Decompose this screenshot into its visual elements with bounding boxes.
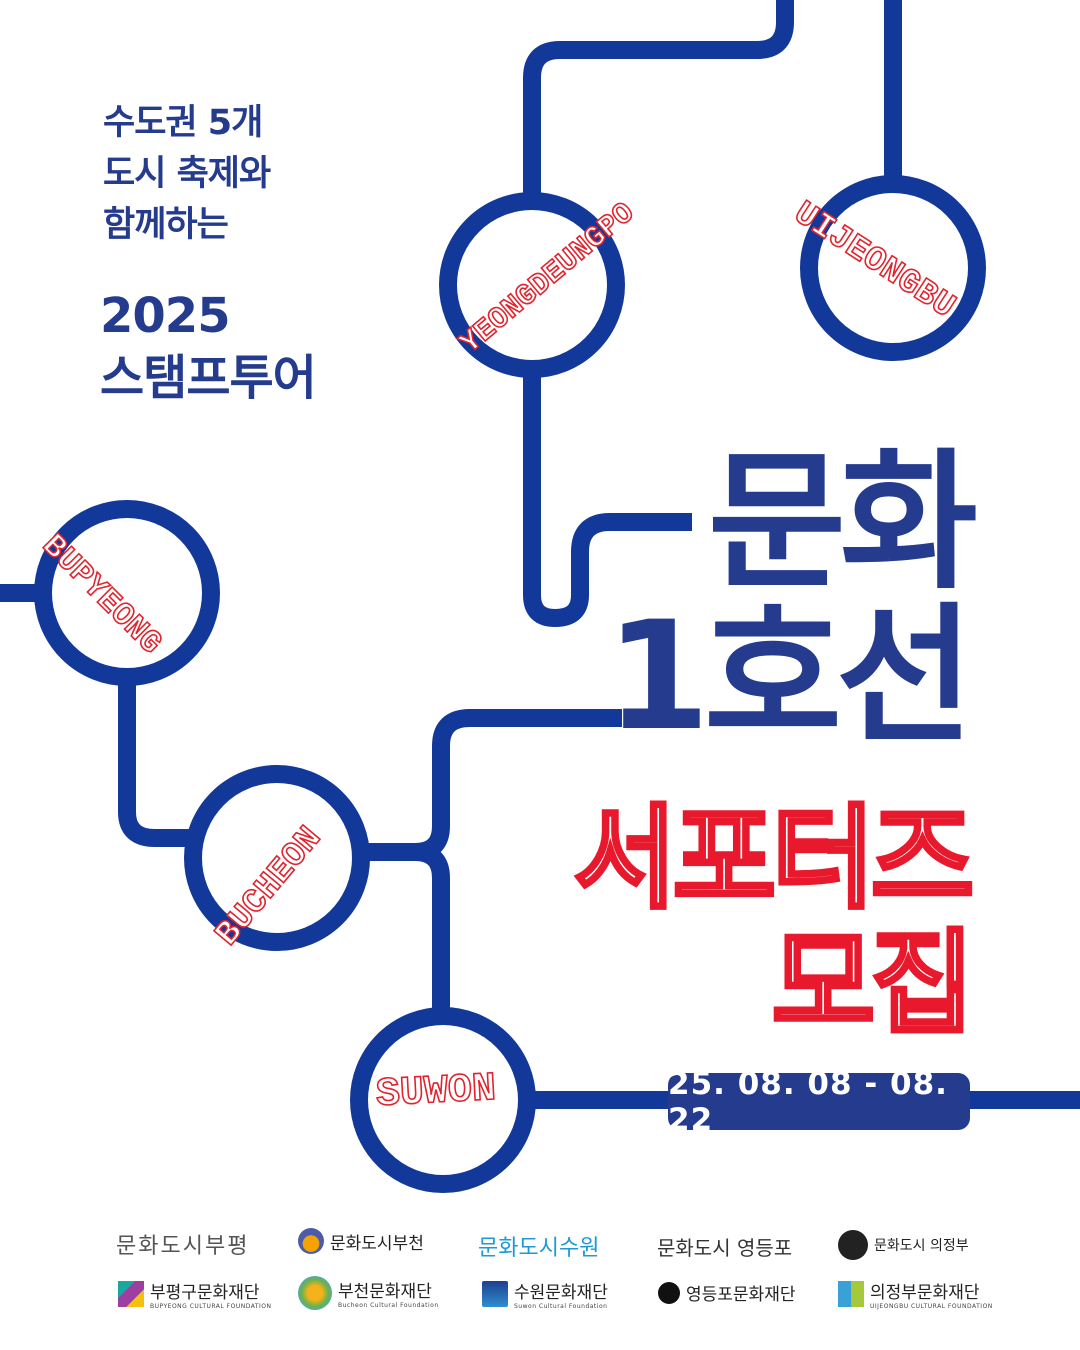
station-bupyeong xyxy=(34,500,220,686)
intro-line: 함께하는 xyxy=(103,205,229,245)
logo-bupyeong-city: 문화도시부평 xyxy=(116,1234,250,1259)
date-badge: 25. 08. 08 - 08. 22 xyxy=(668,1066,970,1138)
intro-text: 수도권 5개 도시 축제와 함께하는 xyxy=(103,98,271,251)
station-bucheon xyxy=(184,765,370,951)
logo-text: 의정부문화재단 xyxy=(870,1283,980,1303)
line-bupyeong-bucheon xyxy=(118,680,195,847)
logo-text: 영등포문화재단 xyxy=(686,1285,796,1305)
intro-line: 수도권 5개 xyxy=(103,103,263,143)
logo-sub: UIJEONGBU CULTURAL FOUNDATION xyxy=(870,1303,993,1310)
bucheon-dots-icon xyxy=(298,1276,332,1310)
line-junction xyxy=(360,709,622,1015)
bupyeong-icon xyxy=(118,1281,144,1307)
station-suwon xyxy=(350,1007,536,1193)
bucheon-icon xyxy=(298,1228,324,1254)
logo-sub: Bucheon Cultural Foundation xyxy=(338,1302,439,1309)
station-uijeongbu xyxy=(800,175,986,361)
logo-text: 문화도시부천 xyxy=(330,1233,424,1254)
logo-uijeongbu-city: 문화도시 의정부 xyxy=(838,1230,969,1260)
title-line3: 서포터즈 xyxy=(572,792,976,926)
title-line2: 1호선 xyxy=(605,590,974,764)
logo-bucheon-city: 문화도시부천 xyxy=(298,1228,424,1254)
intro-line: 도시 축제와 xyxy=(103,154,271,194)
logo-yeongdeungpo-city: 문화도시 영등포 xyxy=(657,1236,793,1260)
line-u-turn xyxy=(523,370,692,628)
logo-yeongdeungpo-foundation: 영등포문화재단 xyxy=(658,1280,795,1305)
tour-title: 2025 스탬프투어 xyxy=(100,285,317,409)
suwon-gate-icon xyxy=(482,1281,508,1307)
yeongdeungpo-icon xyxy=(658,1281,680,1304)
uijeongbu-icon xyxy=(838,1230,868,1260)
logo-sub: Suwon Cultural Foundation xyxy=(514,1303,608,1310)
stamp-suwon: SUWON xyxy=(374,1066,498,1119)
logo-suwon-city: 문화도시수원 xyxy=(478,1236,600,1261)
uijeongbu-uf-icon xyxy=(838,1281,864,1307)
logo-text: 수원문화재단 xyxy=(514,1283,608,1303)
title-line1: 문화 xyxy=(707,436,978,610)
logo-sub: BUPYEONG CULTURAL FOUNDATION xyxy=(150,1303,272,1310)
title-line4: 모집 xyxy=(770,917,976,1051)
logo-text: 문화도시 의정부 xyxy=(874,1238,969,1254)
tour-year: 2025 xyxy=(100,288,231,344)
line-top xyxy=(523,0,794,200)
station-yeongdeungpo xyxy=(439,192,625,378)
logo-text: 부평구문화재단 xyxy=(150,1283,260,1303)
tour-name: 스탬프투어 xyxy=(100,350,317,406)
logo-text: 부천문화재단 xyxy=(338,1282,432,1302)
